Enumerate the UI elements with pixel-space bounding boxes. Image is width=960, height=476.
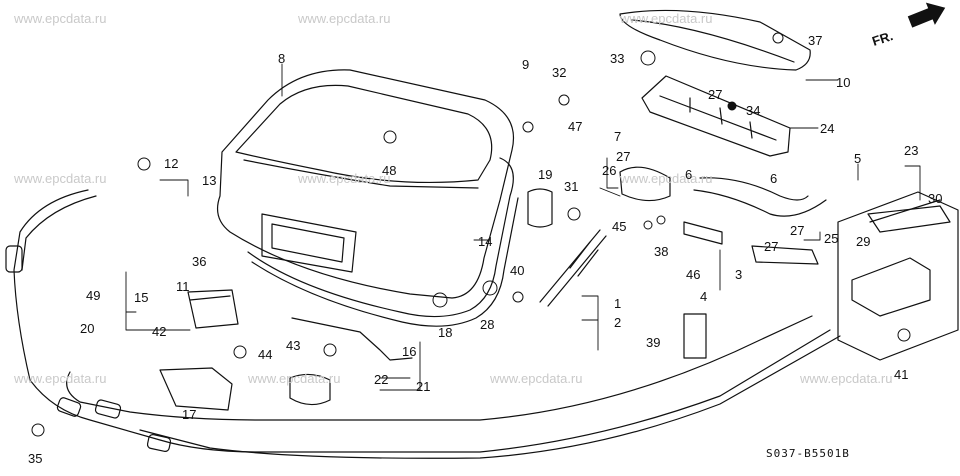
part-label: 34 (746, 103, 761, 118)
part-label: 18 (438, 325, 453, 340)
part-label: 45 (612, 219, 627, 234)
part-label: 42 (152, 324, 167, 339)
part-label: 12 (164, 156, 179, 171)
inner-cable (66, 315, 813, 421)
part-label: 5 (854, 151, 862, 166)
tailgate-outline (217, 69, 515, 299)
handle (159, 367, 233, 411)
part-label: 24 (820, 121, 835, 136)
part-label: 2 (614, 315, 622, 330)
part-label: 27 (790, 223, 805, 238)
watermark: www.epcdata.ru (620, 171, 713, 186)
watermark: www.epcdata.ru (620, 11, 713, 26)
part-label: 6 (770, 171, 778, 186)
part-label: 40 (510, 263, 525, 278)
watermark: www.epcdata.ru (14, 11, 107, 26)
part-label: 49 (86, 288, 101, 303)
drawing-code: S037-B5501B (766, 447, 850, 460)
watermark: www.epcdata.ru (298, 11, 391, 26)
part-label: 27 (708, 87, 723, 102)
part-label: 4 (700, 289, 708, 304)
part-label: 20 (80, 321, 95, 336)
part-label: 46 (686, 267, 701, 282)
part-label: 29 (856, 234, 871, 249)
part-label: 6 (685, 167, 693, 182)
watermark: www.epcdata.ru (248, 371, 341, 386)
watermark: www.epcdata.ru (490, 371, 583, 386)
part-label: 3 (735, 267, 743, 282)
part-label: 7 (614, 129, 622, 144)
part-label: 30 (928, 191, 943, 206)
part-label: 26 (602, 163, 617, 178)
part-label: 16 (402, 344, 417, 359)
part-label: 13 (202, 173, 217, 188)
part-label: 32 (552, 65, 567, 80)
part-label: 8 (278, 51, 286, 66)
part-label: 15 (134, 290, 149, 305)
part-label: 47 (568, 119, 583, 134)
spoiler (619, 9, 811, 71)
part-label: 31 (564, 179, 579, 194)
part-label: 33 (610, 51, 625, 66)
part-label: 14 (478, 234, 493, 249)
watermark: www.epcdata.ru (800, 371, 893, 386)
part-label: 25 (824, 231, 839, 246)
watermark: www.epcdata.ru (14, 171, 107, 186)
part-label: 1 (614, 296, 622, 311)
part-label: 19 (538, 167, 553, 182)
part-label: 37 (808, 33, 823, 48)
part-label: 39 (646, 335, 661, 350)
part-label: 38 (654, 244, 669, 259)
part-label: 27 (764, 239, 779, 254)
part-label: 35 (28, 451, 43, 466)
license-recess (261, 213, 357, 273)
part-label: 27 (616, 149, 631, 164)
part-label: 11 (176, 279, 190, 294)
front-arrow (907, 2, 946, 28)
spoiler-bracket (641, 75, 791, 157)
gas-strut (539, 229, 601, 303)
part-label: 43 (286, 338, 301, 353)
part-label: 9 (522, 57, 530, 72)
tailgate-window (235, 84, 493, 184)
part-label: 22 (374, 372, 389, 387)
watermark: www.epcdata.ru (298, 171, 391, 186)
part-label: 36 (192, 254, 207, 269)
rod (291, 317, 413, 361)
part-label: 28 (480, 317, 495, 332)
weatherstrip (247, 157, 514, 318)
part-label: 17 (182, 407, 197, 422)
part-label: 10 (836, 75, 851, 90)
part-label: 23 (904, 143, 919, 158)
watermark: www.epcdata.ru (14, 371, 107, 386)
part-label: 41 (894, 367, 909, 382)
release-cable (13, 189, 831, 453)
part-label: 21 (416, 379, 431, 394)
part-label: 48 (382, 163, 397, 178)
part-label: 44 (258, 347, 273, 362)
latch-assembly (837, 191, 959, 361)
